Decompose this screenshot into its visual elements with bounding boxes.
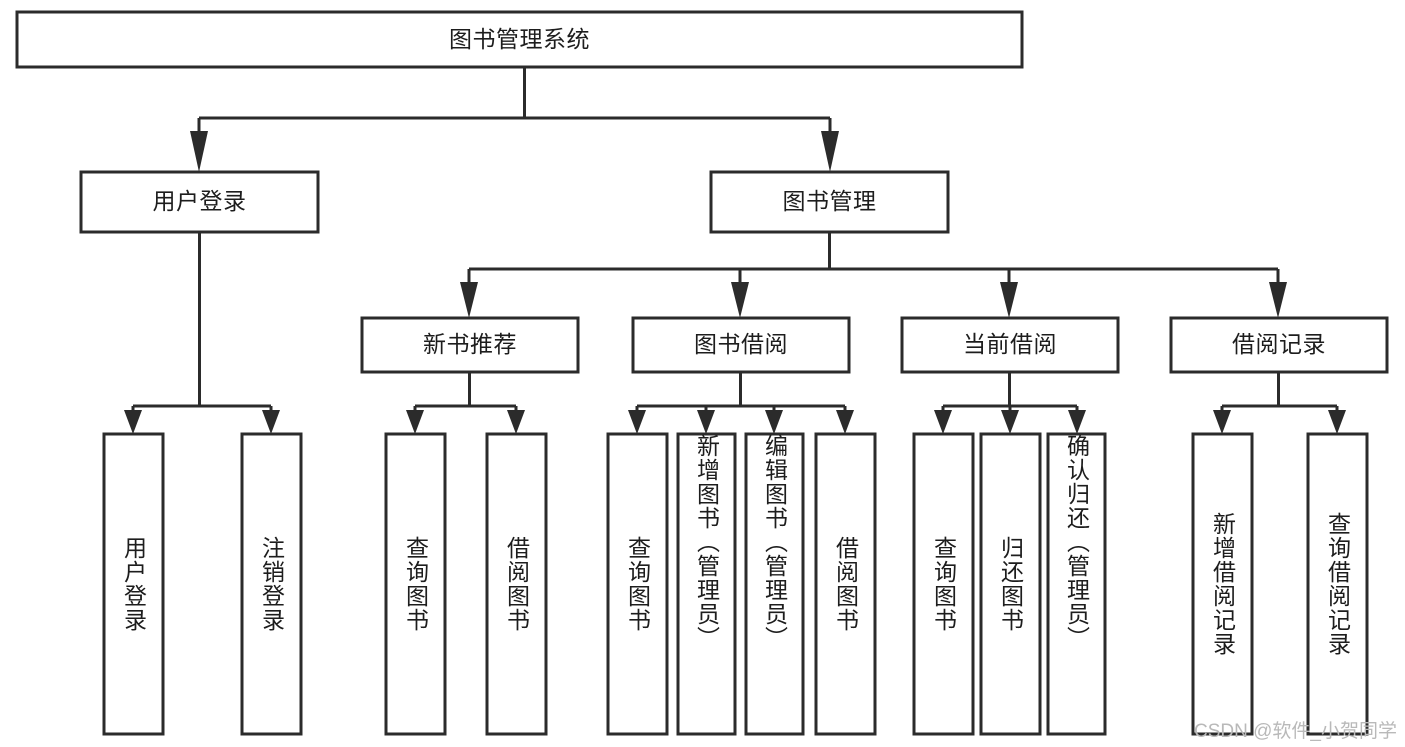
arrow-head-book-admin — [821, 131, 839, 172]
node-box-current-borrow[interactable] — [900, 316, 1120, 374]
arrow-head-leaf-13 — [1328, 410, 1346, 434]
arrow-head-new-book-rec — [460, 282, 478, 318]
arrow-head-leaf-6 — [697, 410, 715, 434]
node-box-leaf-9[interactable] — [912, 432, 975, 736]
node-box-leaf-6[interactable] — [676, 432, 737, 736]
arrow-head-leaf-12 — [1213, 410, 1231, 434]
node-box-leaf-12[interactable] — [1191, 432, 1254, 736]
node-box-root[interactable] — [15, 10, 1024, 69]
node-box-leaf-8[interactable] — [814, 432, 877, 736]
node-box-leaf-2[interactable] — [240, 432, 303, 736]
arrow-head-leaf-1 — [124, 410, 142, 434]
arrow-head-leaf-7 — [765, 410, 783, 434]
arrow-head-leaf-10 — [1001, 410, 1019, 434]
node-box-leaf-11[interactable] — [1046, 432, 1107, 736]
node-box-leaf-13[interactable] — [1306, 432, 1369, 736]
arrow-head-leaf-3 — [406, 410, 424, 434]
arrow-head-leaf-11 — [1068, 410, 1086, 434]
arrow-head-leaf-2 — [262, 410, 280, 434]
arrow-head-book-borrow — [731, 282, 749, 318]
node-box-borrow-record[interactable] — [1169, 316, 1389, 374]
node-box-leaf-3[interactable] — [384, 432, 447, 736]
arrow-head-leaf-8 — [836, 410, 854, 434]
node-box-leaf-10[interactable] — [979, 432, 1042, 736]
node-box-leaf-7[interactable] — [744, 432, 805, 736]
node-box-book-admin[interactable] — [709, 170, 950, 234]
node-box-leaf-4[interactable] — [485, 432, 548, 736]
arrow-head-user-login — [190, 131, 208, 172]
node-box-book-borrow[interactable] — [631, 316, 851, 374]
arrow-head-borrow-record — [1269, 282, 1287, 318]
arrow-head-leaf-9 — [934, 410, 952, 434]
arrow-head-leaf-4 — [507, 410, 525, 434]
node-box-leaf-5[interactable] — [606, 432, 669, 736]
node-box-new-book-rec[interactable] — [360, 316, 580, 374]
arrow-head-leaf-5 — [628, 410, 646, 434]
node-box-leaf-1[interactable] — [102, 432, 165, 736]
arrow-head-current-borrow — [1000, 282, 1018, 318]
node-box-user-login[interactable] — [79, 170, 320, 234]
